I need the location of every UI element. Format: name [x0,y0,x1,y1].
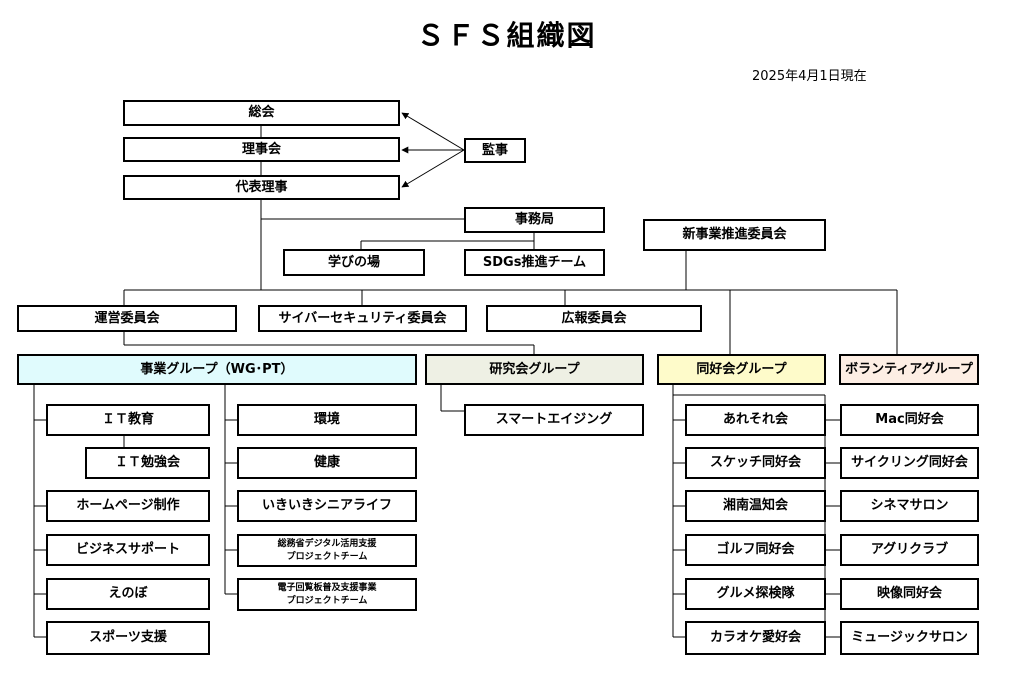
cyber-security-committee-box: サイバーセキュリティ委員会 [258,305,467,332]
hobby-item-golf: ゴルフ同好会 [685,534,826,566]
board-box: 理事会 [123,137,400,162]
project-item-it-education: ＩＴ教育 [46,404,210,436]
project-item-business-support: ビジネスサポート [46,534,210,566]
hobby-group-header: 同好会グループ [657,354,826,385]
general-assembly-box: 総会 [123,100,400,126]
project-item-sports-support: スポーツ支援 [46,621,210,655]
volunteer-group-header: ボランティアグループ [839,354,979,385]
arrow-to-representative [401,149,465,188]
project-item-it-study-group: ＩＴ勉強会 [85,447,210,479]
research-item-smart-aging: スマートエイジング [464,404,644,436]
volunteer-item-mac: Mac同好会 [840,404,979,436]
new-business-committee-box: 新事業推進委員会 [643,219,826,251]
hobby-item-shonan-onchi: 湘南温知会 [685,490,826,522]
project-item-health: 健康 [237,447,417,479]
project-group-header: 事業グループ（WG･PT） [17,354,417,385]
hobby-item-sketch: スケッチ同好会 [685,447,826,479]
arrow-to-general-assembly [401,112,465,151]
pr-committee-box: 広報委員会 [486,305,702,332]
project-item-homepage: ホームページ制作 [46,490,210,522]
volunteer-item-video: 映像同好会 [840,578,979,610]
volunteer-item-cinema-salon: シネマサロン [840,490,979,522]
volunteer-item-cycling: サイクリング同好会 [840,447,979,479]
management-committee-box: 運営委員会 [17,305,237,332]
secretariat-box: 事務局 [464,207,605,233]
project-item-senior-life: いきいきシニアライフ [237,490,417,522]
volunteer-item-music-salon: ミュージックサロン [840,621,979,655]
hobby-item-gourmet: グルメ探検隊 [685,578,826,610]
research-group-header: 研究会グループ [425,354,644,385]
sdgs-team-box: SDGs推進チーム [464,249,605,276]
volunteer-item-agri-club: アグリクラブ [840,534,979,566]
project-item-enobo: えのぼ [46,578,210,610]
project-item-environment: 環境 [237,404,417,436]
hobby-item-aresore: あれそれ会 [685,404,826,436]
project-item-digital-support-team: 総務省デジタル活用支援 プロジェクトチーム [237,534,417,567]
learning-place-box: 学びの場 [283,249,425,276]
project-item-e-bulletin-team: 電子回覧板普及支援事業 プロジェクトチーム [237,578,417,611]
auditor-box: 監事 [464,138,526,163]
page-title: ＳＦＳ組織図 [416,19,597,52]
as-of-date: 2025年4月1日現在 [752,69,867,84]
representative-box: 代表理事 [123,175,400,200]
hobby-item-karaoke: カラオケ愛好会 [685,621,826,655]
